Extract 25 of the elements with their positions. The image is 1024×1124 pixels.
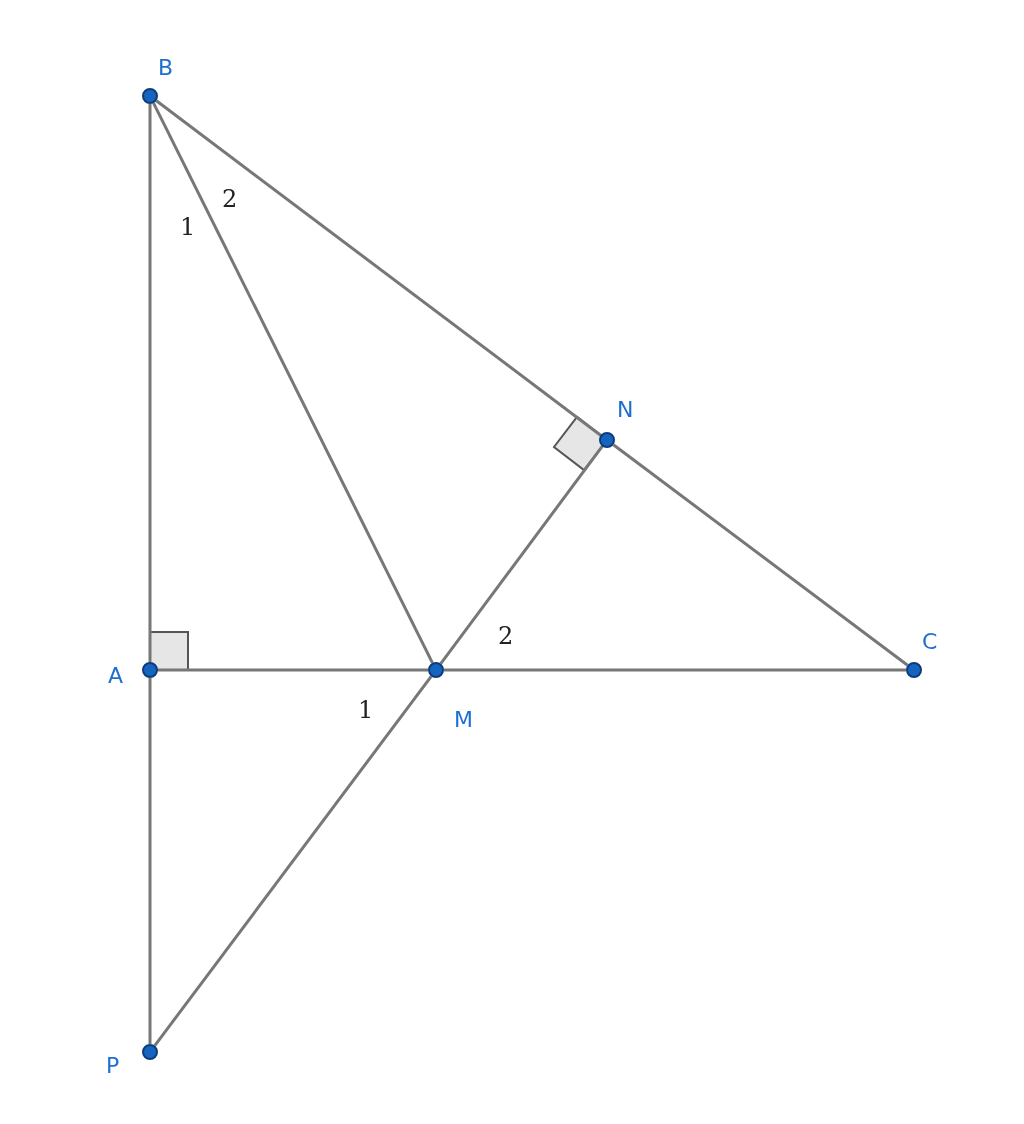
line-segment (152, 102, 434, 664)
point-label: M (454, 708, 473, 732)
line-segment (439, 445, 604, 665)
point-dot (142, 88, 158, 104)
angle-number: 1 (358, 697, 374, 723)
line-segment (612, 443, 909, 667)
point-dot (599, 432, 615, 448)
line-segment (148, 678, 152, 1044)
point-dot (906, 662, 922, 678)
point-label: C (922, 630, 938, 654)
point-dot (142, 1044, 158, 1060)
line-segment (153, 675, 433, 1047)
point-dot (142, 662, 158, 678)
angle-number: 1 (180, 214, 196, 240)
angle-number: 2 (222, 186, 238, 212)
point-label: N (617, 398, 634, 422)
point-label: A (108, 664, 124, 688)
point-label: P (106, 1054, 120, 1078)
line-segment (155, 99, 602, 437)
line-segment (148, 104, 152, 662)
point-label: B (158, 56, 174, 80)
point-dot (428, 662, 444, 678)
angle-number: 2 (498, 623, 514, 649)
line-segment (158, 668, 428, 672)
line-segment (444, 668, 906, 672)
